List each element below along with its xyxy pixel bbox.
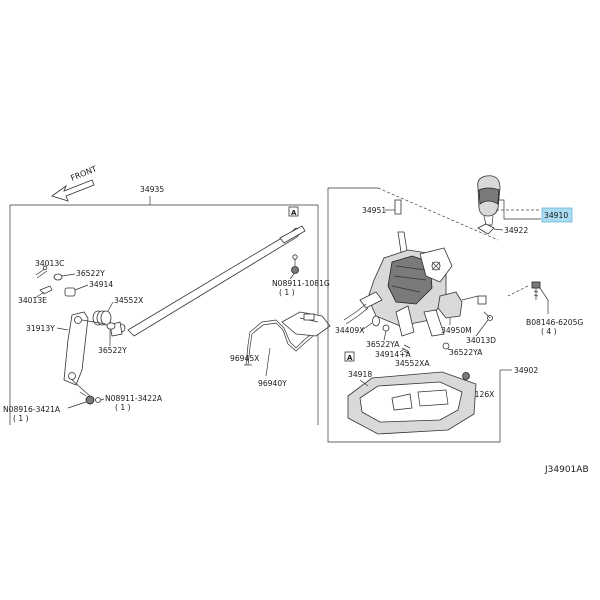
label-08911-3422A-qty: ( 1 ) xyxy=(115,403,131,412)
shift-lever-mechanism xyxy=(343,199,487,337)
ref-marker-right-text: A xyxy=(347,354,353,362)
label-34013D: 34013D xyxy=(466,336,496,345)
console-finisher xyxy=(347,371,477,435)
label-34914: 34914 xyxy=(89,280,113,289)
bottom-bolts xyxy=(71,379,101,405)
label-34013C: 34013C xyxy=(35,259,64,268)
label-34126X: 34126X xyxy=(465,390,494,399)
ref-marker-left-text: A xyxy=(291,209,297,217)
label-34935: 34935 xyxy=(140,185,164,194)
label-34552X: 34552X xyxy=(114,296,143,305)
label-34918: 34918 xyxy=(348,370,372,379)
label-08916-3421A-qty: ( 1 ) xyxy=(13,414,29,423)
label-34902: 34902 xyxy=(514,366,538,375)
label-36522YA-upper: 36522YA xyxy=(366,340,400,349)
label-34910: 34910 xyxy=(544,211,568,220)
front-arrow: FRONT xyxy=(51,164,98,202)
cable-clip-right xyxy=(291,254,299,274)
ref-marker-left: A xyxy=(288,206,299,217)
shifter-assembly-frame xyxy=(327,187,512,443)
mounting-bolt xyxy=(531,281,549,314)
label-08911-3422A: N08911-3422A xyxy=(105,394,163,403)
front-label: FRONT xyxy=(69,164,98,183)
lever-arm xyxy=(63,311,107,386)
label-34409X: 34409X xyxy=(335,326,364,335)
label-08911-1081G: N08911-1081G xyxy=(272,279,330,288)
label-08146-6205G-qty: ( 4 ) xyxy=(541,327,557,336)
cable-assembly-frame: 34935 xyxy=(9,185,319,425)
label-96940Y: 96940Y xyxy=(258,379,287,388)
label-08146-6205G: B08146-6205G xyxy=(526,318,583,327)
diagram-code: J34901AB xyxy=(544,465,589,475)
shifter-fasteners xyxy=(372,311,493,380)
label-34013E: 34013E xyxy=(18,296,47,305)
wire-harness xyxy=(244,311,331,366)
knob-button xyxy=(477,223,495,235)
left-small-parts xyxy=(35,265,116,330)
label-34922: 34922 xyxy=(504,226,528,235)
label-08916-3421A: N08916-3421A xyxy=(3,405,61,414)
label-34951: 34951 xyxy=(362,206,386,215)
label-31913Y: 31913Y xyxy=(26,324,55,333)
label-34552XA: 34552XA xyxy=(395,359,430,368)
shift-knob xyxy=(477,175,501,226)
label-34910-highlight xyxy=(541,207,573,223)
ref-marker-right: A xyxy=(344,351,355,362)
label-36522YA-lower: 36522YA xyxy=(449,348,483,357)
label-36522Y-lower: 36522Y xyxy=(98,346,127,355)
label-34914A: 34914+A xyxy=(375,350,412,359)
label-36522Y-upper: 36522Y xyxy=(76,269,105,278)
label-96945X: 96945X xyxy=(230,354,259,363)
label-34950M: 34950M xyxy=(441,326,472,335)
label-08911-1081G-qty: ( 1 ) xyxy=(279,288,295,297)
